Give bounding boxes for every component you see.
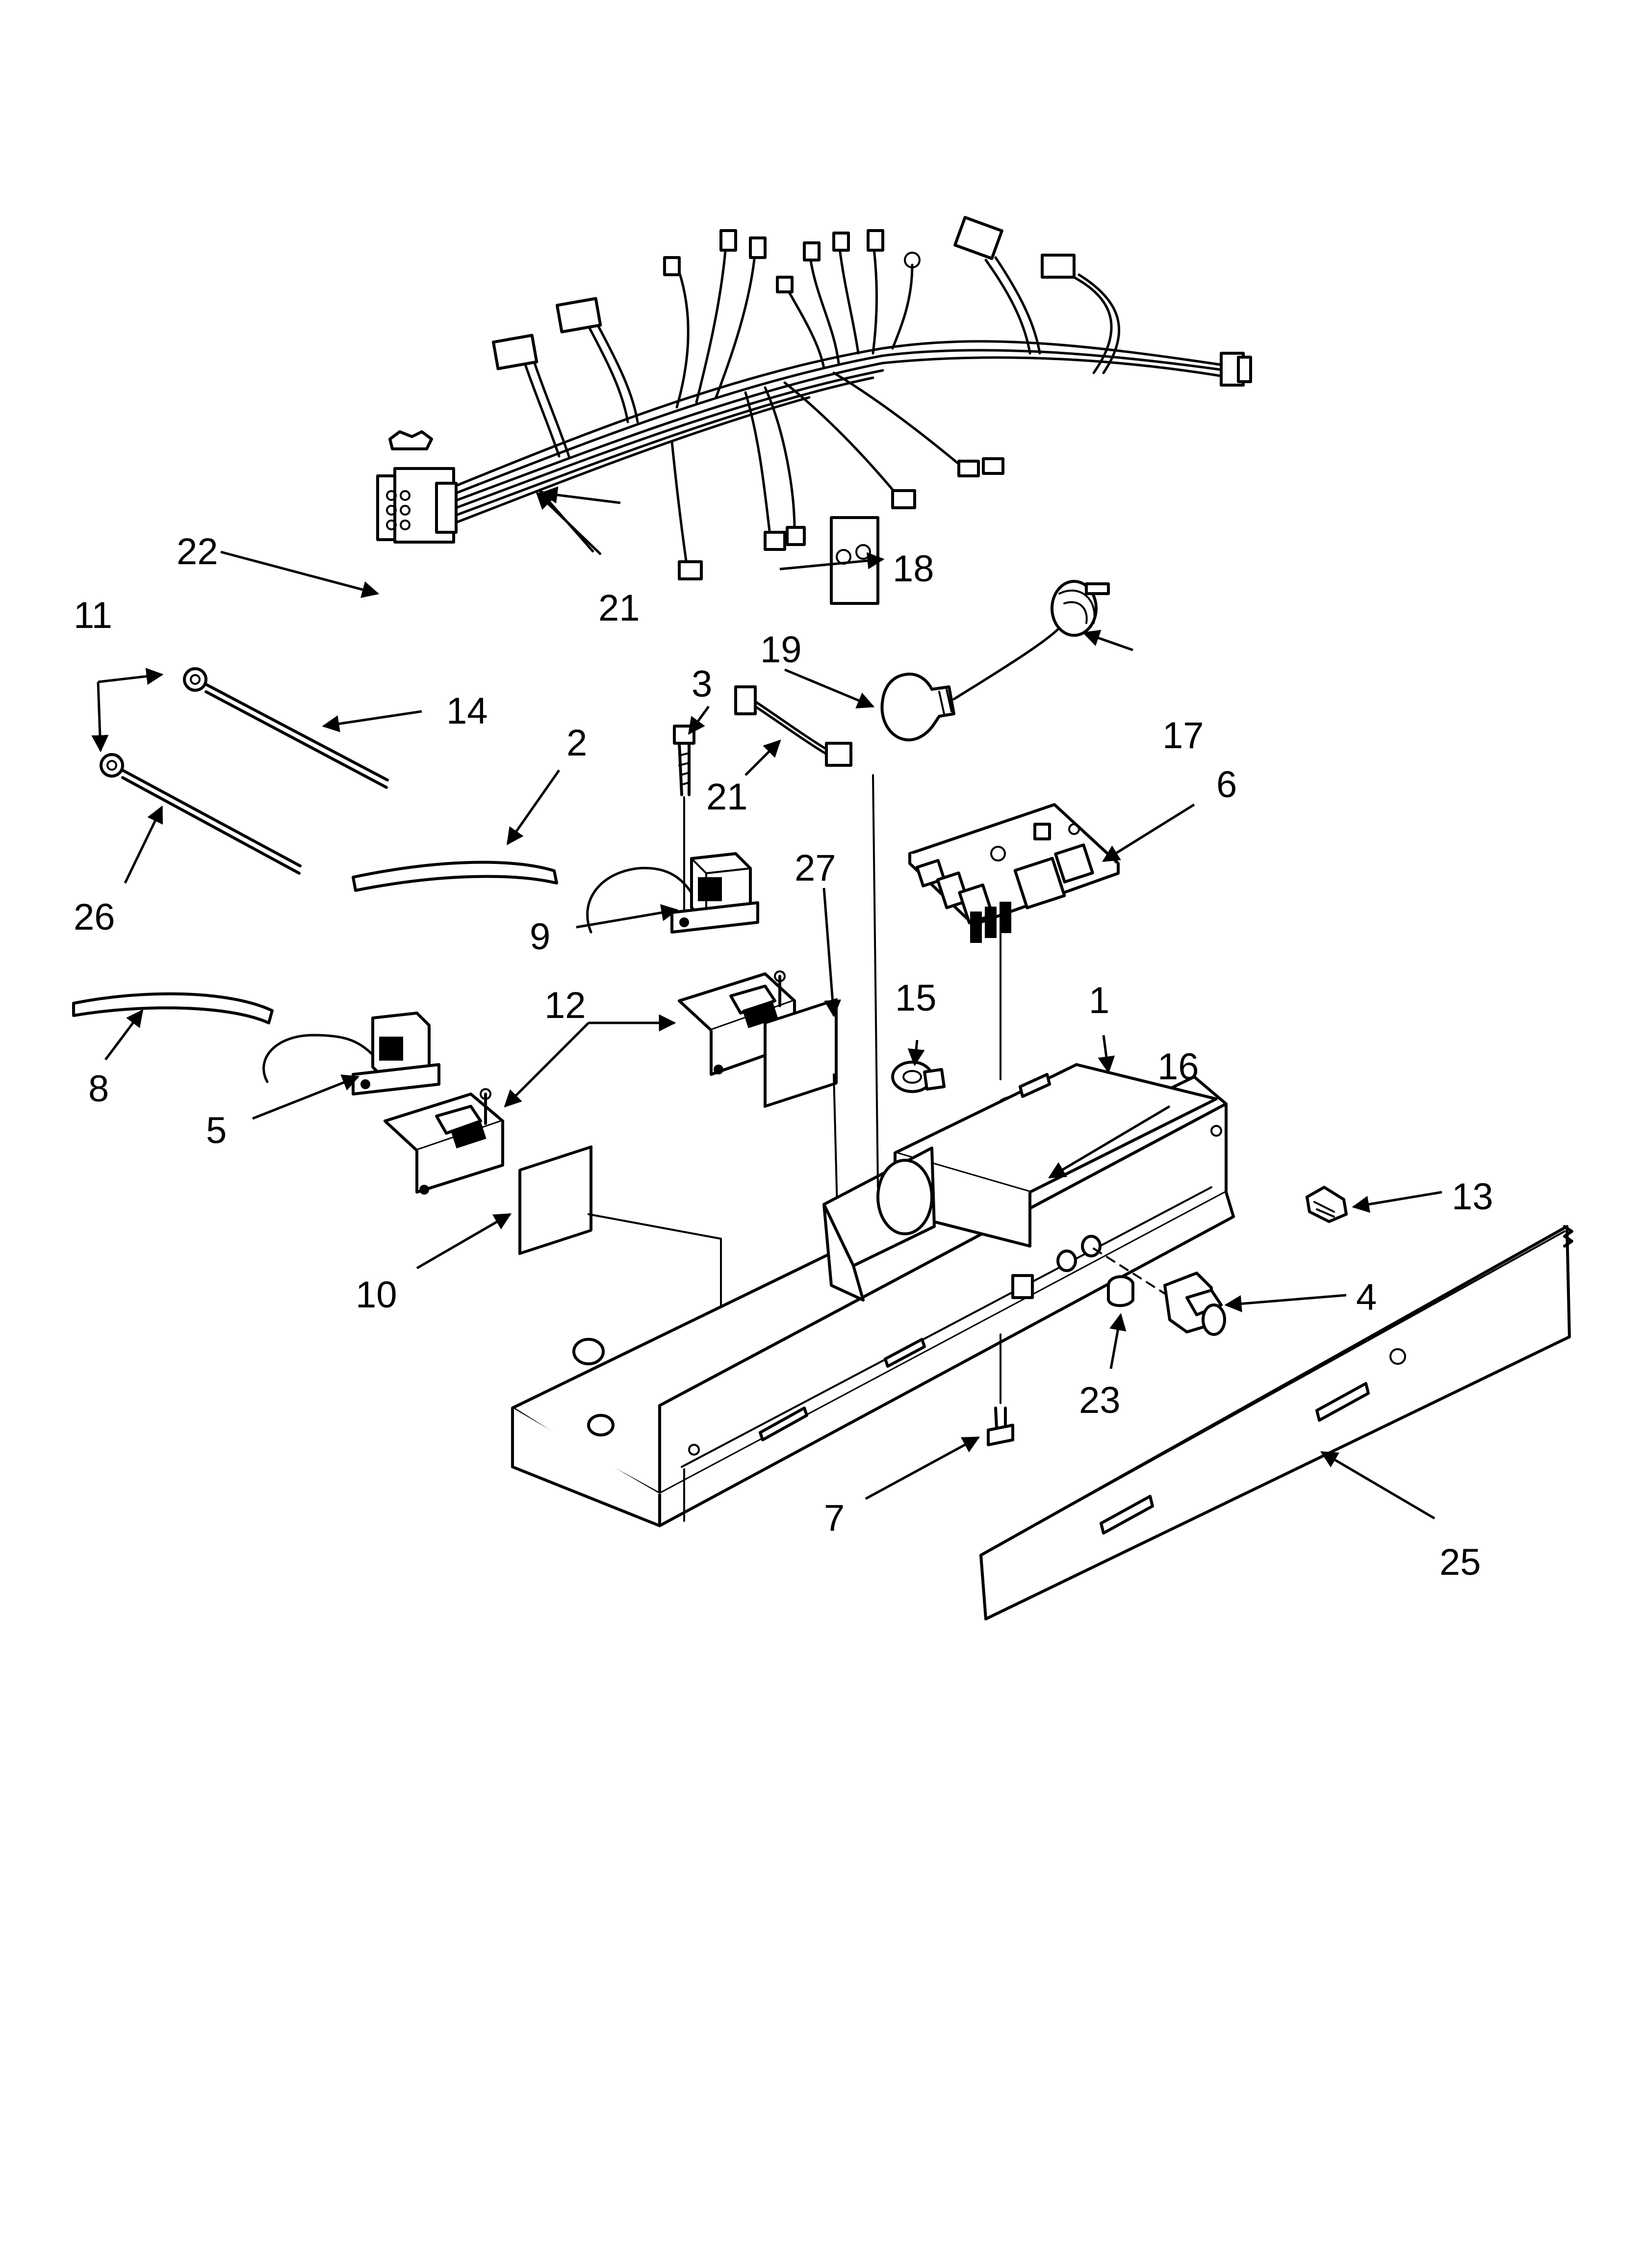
screw-7 [987, 1333, 1014, 1446]
callout-22: 22 [177, 531, 218, 573]
wire-harness [376, 216, 1252, 580]
callout-20: 21 [598, 587, 640, 629]
callout-7: 7 [824, 1497, 845, 1539]
bracket-12-lower [384, 1088, 504, 1195]
callout-26: 26 [74, 896, 115, 938]
grommet-15 [891, 1061, 946, 1093]
tube-2 [352, 860, 558, 892]
callout-10: 10 [356, 1274, 397, 1316]
callout-4: 4 [1356, 1277, 1377, 1318]
callout-15: 15 [895, 977, 937, 1019]
light-socket [1051, 580, 1110, 637]
callout-27: 27 [795, 847, 836, 889]
switch-5 [262, 1012, 440, 1095]
callout-19: 19 [760, 629, 802, 671]
callout-21: 21 [706, 776, 748, 818]
screw-13 [1306, 1186, 1348, 1223]
callout-9: 9 [530, 916, 550, 958]
leader-lines [91, 486, 1442, 1520]
callout-25: 25 [1439, 1541, 1481, 1583]
callout-8: 8 [88, 1068, 109, 1110]
callout-12: 12 [544, 985, 586, 1026]
callout-14: 14 [446, 690, 488, 732]
callout-17: 17 [1162, 715, 1204, 756]
callout-23: 23 [1079, 1380, 1121, 1421]
tube-8 [72, 992, 274, 1024]
rod-26 [100, 753, 302, 875]
callout-13: 13 [1452, 1176, 1493, 1218]
callout-3: 3 [692, 663, 712, 705]
light-bulb [880, 626, 1061, 742]
callout-5: 5 [206, 1110, 227, 1151]
callout-labels: 21 22 18 17 19 3 21 11 14 2 6 26 27 9 12… [74, 531, 1493, 1583]
switch-4 [1163, 1272, 1226, 1336]
rod-14 [183, 667, 389, 789]
callout-1: 1 [1089, 980, 1109, 1021]
callout-6: 6 [1216, 764, 1237, 806]
button-23 [1093, 1248, 1168, 1307]
switch-9 [586, 852, 759, 934]
wire-clip [388, 430, 433, 450]
control-housing [511, 1063, 1235, 1527]
front-panel [979, 1225, 1573, 1620]
callout-2: 2 [566, 722, 587, 764]
callout-11: 11 [74, 595, 112, 636]
callout-16: 16 [1157, 1046, 1199, 1088]
callout-18: 18 [893, 548, 934, 590]
assembly-line-bulb [872, 774, 879, 1188]
jumper-wire [734, 685, 852, 767]
control-board [908, 803, 1120, 1080]
